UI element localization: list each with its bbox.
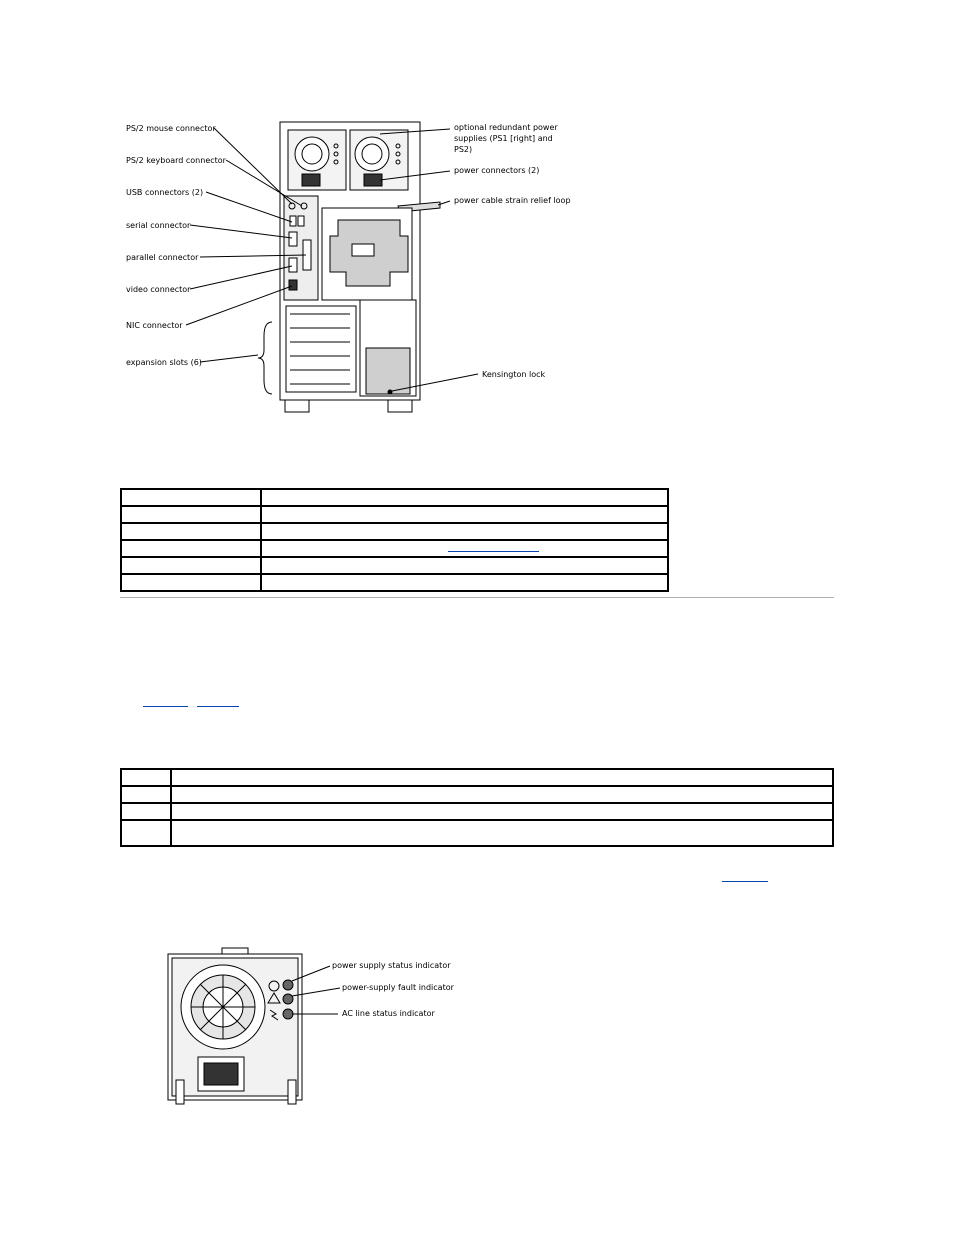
table-row: [120, 768, 834, 787]
callout-psu-line2: supplies (PS1 [right] and: [454, 134, 553, 143]
table-row: [120, 522, 669, 541]
figure-link-1[interactable]: [143, 706, 188, 707]
table-row: [120, 573, 669, 592]
callout-expansion-slots: expansion slots (6): [126, 358, 202, 367]
callout-parallel: parallel connector: [126, 253, 199, 262]
table1-link[interactable]: [448, 551, 539, 552]
callout-psu-status: power supply status indicator: [332, 961, 451, 970]
callout-video: video connector: [126, 285, 191, 294]
table-row: [120, 539, 669, 558]
table-row: [120, 785, 834, 804]
callout-nic: NIC connector: [126, 321, 183, 330]
callout-usb: USB connectors (2): [126, 188, 203, 197]
section-divider: [120, 597, 834, 598]
back-panel-figure: PS/2 mouse connector PS/2 keyboard conne…: [126, 121, 571, 413]
table-row: [120, 819, 834, 847]
callout-ps2-keyboard: PS/2 keyboard connector: [126, 156, 227, 165]
indicator-table-2: [120, 768, 834, 847]
callout-ps2-mouse: PS/2 mouse connector: [126, 124, 216, 133]
figure-link-2[interactable]: [197, 706, 239, 707]
section-link[interactable]: [722, 881, 768, 882]
table-row: [120, 556, 669, 575]
callout-kensington: Kensington lock: [482, 370, 546, 379]
table-row: [120, 802, 834, 821]
indicator-table-1: [120, 488, 669, 592]
callout-power-connectors: power connectors (2): [454, 166, 539, 175]
table-row: [120, 488, 669, 507]
power-supply-figure: power supply status indicator power-supp…: [167, 947, 455, 1105]
table-row: [120, 505, 669, 524]
callout-psu-line3: PS2): [454, 145, 472, 154]
callout-serial: serial connector: [126, 221, 191, 230]
callout-psu-line1: optional redundant power: [454, 123, 558, 132]
callout-psu-fault: power-supply fault indicator: [342, 983, 455, 992]
callout-ac-line: AC line status indicator: [342, 1009, 435, 1018]
callout-strain-relief: power cable strain relief loop: [454, 196, 571, 205]
